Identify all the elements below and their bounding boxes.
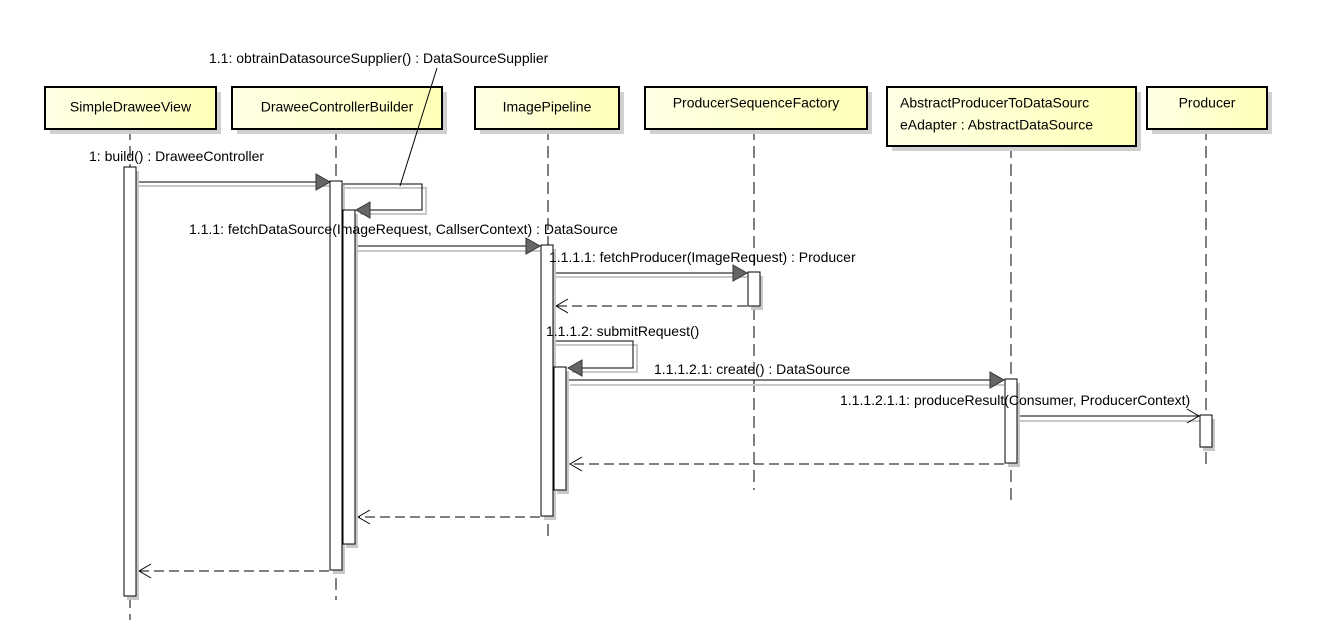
activation-imagepipeline-inner xyxy=(553,366,569,494)
activation-simpledraweeview xyxy=(123,166,139,600)
participant-producersequencefactory[interactable]: ProducerSequenceFactory xyxy=(644,86,872,134)
message-arrow-build xyxy=(137,173,332,191)
message-arrow-create xyxy=(568,371,1006,389)
participant-label-line-2: eAdapter : AbstractDataSource xyxy=(900,117,1093,133)
message-arrow-produceresult xyxy=(1018,408,1201,424)
return-arrow-create xyxy=(569,456,1004,472)
message-arrow-obtraindatasourcesupplier xyxy=(343,183,427,219)
participant-label: ImagePipeline xyxy=(503,99,592,115)
participant-imagepipeline[interactable]: ImagePipeline xyxy=(474,86,624,134)
participant-abstractproducertodatasourceadapter[interactable]: AbstractProducerToDataSourc eAdapter : A… xyxy=(886,86,1141,151)
return-arrow-fetchproducer xyxy=(555,298,747,314)
activation-producer xyxy=(1199,414,1215,451)
activation-bars xyxy=(123,166,1215,600)
return-arrow-fetchdatasource xyxy=(357,509,540,525)
activation-draweecontrollerbuilder-outer xyxy=(329,180,345,574)
message-arrow-submitrequest xyxy=(554,340,638,377)
activation-draweecontrollerbuilder-inner xyxy=(342,209,358,548)
message-label-produceresult: 1.1.1.2.1.1: produceResult(Consumer, Pro… xyxy=(840,392,1190,408)
participant-label-line-1: AbstractProducerToDataSourc xyxy=(900,95,1089,111)
message-arrow-fetchdatasource xyxy=(356,237,542,255)
message-label-create: 1.1.1.2.1: create() : DataSource xyxy=(654,361,850,377)
activation-producersequencefactory xyxy=(747,271,763,310)
participant-simpledraweeview[interactable]: SimpleDraweeView xyxy=(44,86,221,134)
message-arrow-fetchproducer xyxy=(554,264,749,282)
activation-imagepipeline-outer xyxy=(540,244,556,520)
message-label-build: 1: build() : DraweeController xyxy=(89,148,264,164)
message-label-obtraindatasourcesupplier: 1.1: obtrainDatasourceSupplier() : DataS… xyxy=(209,50,549,66)
activation-abstractproducertodatasourceadapter xyxy=(1004,378,1020,467)
participant-label: DraweeControllerBuilder xyxy=(261,99,414,115)
participant-label: SimpleDraweeView xyxy=(70,99,192,115)
participant-producer[interactable]: Producer xyxy=(1146,86,1272,134)
message-label-fetchproducer: 1.1.1.1: fetchProducer(ImageRequest) : P… xyxy=(549,249,856,265)
message-label-fetchdatasource: 1.1.1: fetchDataSource(ImageRequest, Cal… xyxy=(189,221,618,237)
message-label-submitrequest: 1.1.1.2: submitRequest() xyxy=(546,323,699,339)
participant-label: Producer xyxy=(1179,95,1236,111)
message-labels: 1: build() : DraweeController 1.1: obtra… xyxy=(89,50,1190,408)
participant-label: ProducerSequenceFactory xyxy=(673,95,840,111)
return-arrow-build xyxy=(138,563,329,579)
participant-draweecontrollerbuilder[interactable]: DraweeControllerBuilder xyxy=(231,86,447,134)
callout-line xyxy=(399,67,438,187)
